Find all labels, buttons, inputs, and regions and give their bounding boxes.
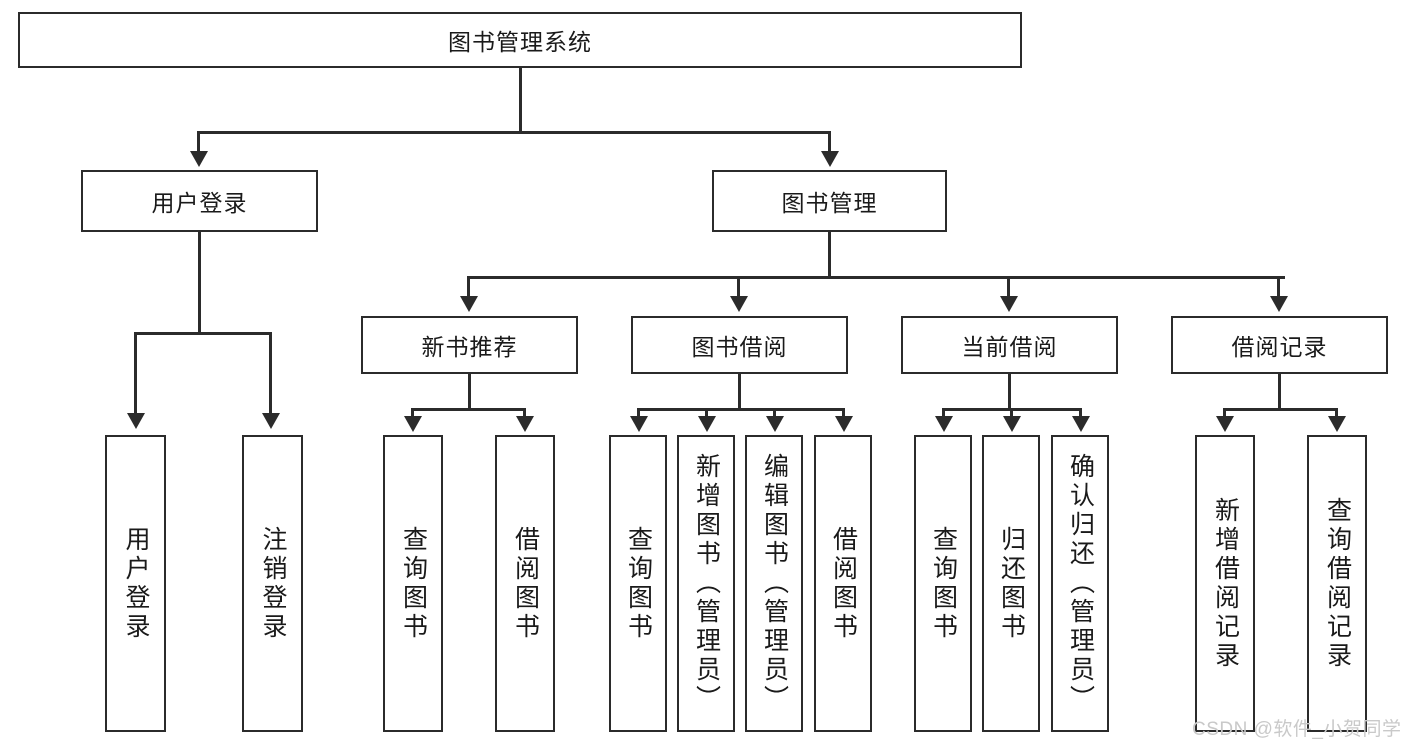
node-label: 注销登录	[259, 525, 287, 642]
connector-to-leaf-add-book	[705, 408, 708, 418]
node-label: 新书推荐	[421, 334, 518, 360]
node-leaf-user-login[interactable]: 用户登录	[105, 435, 166, 732]
node-current-borrow[interactable]: 当前借阅	[901, 316, 1118, 374]
connector-to-leaf-confirm-return	[1079, 408, 1082, 418]
connector-to-leaf-query-book-2	[637, 408, 640, 418]
node-leaf-edit-book[interactable]: 编辑图书（管理员）	[745, 435, 803, 732]
connector-book-borrow-stem	[738, 374, 741, 410]
connector-root-to-user-login	[197, 131, 200, 153]
connector-to-leaf-user-login	[134, 332, 137, 415]
node-label: 新增借阅记录	[1211, 496, 1240, 671]
connector-to-leaf-return-book	[1010, 408, 1013, 418]
connector-book-borrow-bus	[637, 408, 845, 411]
connector-to-leaf-borrow-book-2	[842, 408, 845, 418]
node-book-management[interactable]: 图书管理	[712, 170, 947, 232]
node-leaf-add-borrow-record[interactable]: 新增借阅记录	[1195, 435, 1255, 732]
arrowhead-leaf-return-book	[1003, 416, 1021, 432]
connector-borrow-record-bus	[1223, 408, 1338, 411]
arrowhead-new-book-recommend	[460, 296, 478, 312]
node-label: 新增图书（管理员）	[692, 453, 721, 714]
connector-book-manage-stem	[828, 232, 831, 279]
connector-to-leaf-edit-book	[773, 408, 776, 418]
connector-root-bus	[197, 131, 831, 134]
node-label: 图书管理	[781, 190, 878, 216]
connector-new-book-bus	[411, 408, 526, 411]
connector-to-leaf-add-borrow-record	[1223, 408, 1226, 418]
arrowhead-borrow-record	[1270, 296, 1288, 312]
node-label: 确认归还（管理员）	[1066, 453, 1095, 714]
node-label: 编辑图书（管理员）	[760, 453, 789, 714]
arrowhead-leaf-logout	[262, 413, 280, 429]
arrowhead-leaf-query-borrow-record	[1328, 416, 1346, 432]
connector-to-leaf-query-borrow-record	[1335, 408, 1338, 418]
node-leaf-query-borrow-record[interactable]: 查询借阅记录	[1307, 435, 1367, 732]
node-leaf-add-book[interactable]: 新增图书（管理员）	[677, 435, 735, 732]
node-user-login[interactable]: 用户登录	[81, 170, 318, 232]
connector-user-login-bus	[134, 332, 272, 335]
connector-to-leaf-query-book-3	[942, 408, 945, 418]
arrowhead-leaf-confirm-return	[1072, 416, 1090, 432]
node-label: 图书管理系统	[448, 29, 592, 55]
node-label: 借阅图书	[511, 525, 540, 642]
connector-current-borrow-stem	[1008, 374, 1011, 410]
node-label: 用户登录	[151, 190, 248, 216]
connector-root-stem	[519, 68, 522, 133]
connector-to-new-book-recommend	[467, 276, 470, 298]
arrowhead-leaf-query-book-3	[935, 416, 953, 432]
arrowhead-book-borrow	[730, 296, 748, 312]
arrowhead-current-borrow	[1000, 296, 1018, 312]
node-label: 图书借阅	[691, 334, 788, 360]
node-leaf-query-book-2[interactable]: 查询图书	[609, 435, 667, 732]
arrowhead-user-login	[190, 151, 208, 167]
node-label: 当前借阅	[961, 334, 1058, 360]
connector-new-book-stem	[468, 374, 471, 410]
node-label: 借阅图书	[829, 525, 858, 642]
connector-to-leaf-borrow-book-1	[523, 408, 526, 418]
node-borrow-record[interactable]: 借阅记录	[1171, 316, 1388, 374]
node-leaf-query-book-3[interactable]: 查询图书	[914, 435, 972, 732]
arrowhead-leaf-edit-book	[766, 416, 784, 432]
node-label: 查询借阅记录	[1323, 496, 1352, 671]
connector-to-borrow-record	[1277, 276, 1280, 298]
node-leaf-return-book[interactable]: 归还图书	[982, 435, 1040, 732]
connector-book-manage-bus	[467, 276, 1285, 279]
arrowhead-leaf-user-login	[127, 413, 145, 429]
node-new-book-recommend[interactable]: 新书推荐	[361, 316, 578, 374]
node-leaf-borrow-book-2[interactable]: 借阅图书	[814, 435, 872, 732]
connector-to-leaf-query-book-1	[411, 408, 414, 418]
arrowhead-leaf-add-book	[698, 416, 716, 432]
node-root-book-management-system[interactable]: 图书管理系统	[18, 12, 1022, 68]
node-leaf-confirm-return[interactable]: 确认归还（管理员）	[1051, 435, 1109, 732]
node-leaf-logout-login[interactable]: 注销登录	[242, 435, 303, 732]
node-label: 用户登录	[122, 525, 150, 642]
arrowhead-leaf-borrow-book-2	[835, 416, 853, 432]
connector-to-current-borrow	[1007, 276, 1010, 298]
connector-to-leaf-logout	[269, 332, 272, 415]
node-label: 查询图书	[929, 525, 958, 642]
node-label: 借阅记录	[1231, 334, 1328, 360]
arrowhead-book-manage	[821, 151, 839, 167]
connector-root-to-book-manage	[828, 131, 831, 153]
node-label: 查询图书	[624, 525, 653, 642]
node-book-borrow[interactable]: 图书借阅	[631, 316, 848, 374]
node-label: 归还图书	[997, 525, 1026, 642]
node-leaf-query-book-1[interactable]: 查询图书	[383, 435, 443, 732]
arrowhead-leaf-query-book-1	[404, 416, 422, 432]
connector-to-book-borrow	[737, 276, 740, 298]
watermark-csdn: CSDN @软件_小贺同学	[1192, 719, 1402, 740]
connector-user-login-stem	[198, 232, 201, 335]
arrowhead-leaf-add-borrow-record	[1216, 416, 1234, 432]
arrowhead-leaf-query-book-2	[630, 416, 648, 432]
connector-borrow-record-stem	[1278, 374, 1281, 410]
node-leaf-borrow-book-1[interactable]: 借阅图书	[495, 435, 555, 732]
node-label: 查询图书	[399, 525, 428, 642]
arrowhead-leaf-borrow-book-1	[516, 416, 534, 432]
